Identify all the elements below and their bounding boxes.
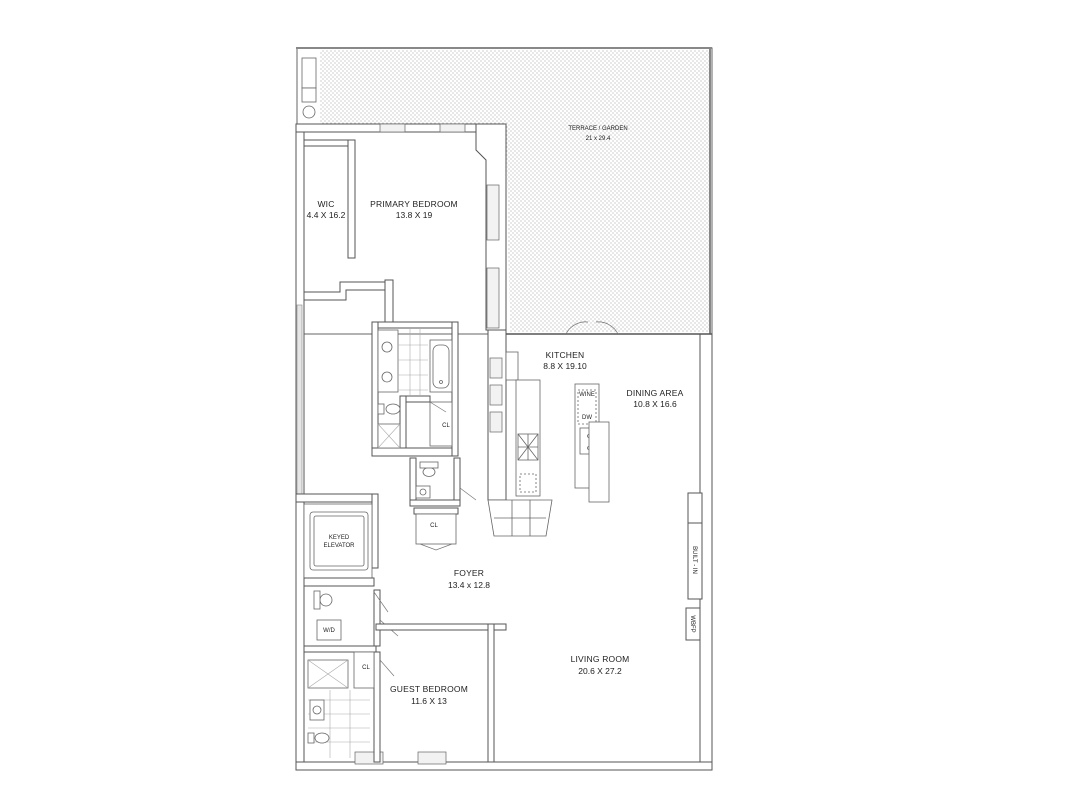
- guest-bedroom-name: GUEST BEDROOM: [390, 684, 468, 694]
- closet-label: CL: [442, 423, 450, 429]
- living-room-name: LIVING ROOM: [571, 654, 630, 664]
- terrace-dims: 21 x 29.4: [586, 136, 611, 142]
- bathtub: [429, 339, 453, 393]
- built-in-label: BUILT - IN: [691, 546, 697, 574]
- sink-icon: [381, 341, 393, 353]
- foyer-name: FOYER: [454, 568, 484, 578]
- terrace-garden: [296, 47, 713, 335]
- toilet-icon: [314, 732, 330, 744]
- terrace-name: TERRACE / GARDEN: [568, 126, 627, 132]
- sink-icon: [319, 593, 333, 607]
- elevator-label-line1: KEYED: [329, 535, 350, 541]
- powder-room: [409, 457, 477, 551]
- wic-dims: 4.4 X 16.2: [307, 210, 346, 220]
- dining-area-dims: 10.8 X 16.6: [633, 399, 677, 409]
- wine-label: WINE: [579, 392, 595, 398]
- toilet-icon: [422, 467, 436, 477]
- elevator-label-line2: ELEVATOR: [323, 543, 355, 549]
- room-labels: TERRACE / GARDEN 21 x 29.4 WIC 4.4 X 16.…: [307, 126, 697, 706]
- sink-icon: [381, 371, 393, 383]
- living-room-dims: 20.6 X 27.2: [578, 666, 622, 676]
- sink-icon: [415, 485, 431, 499]
- closet-label: CL: [362, 665, 370, 671]
- primary-suite-walls: [303, 139, 507, 501]
- guest-bedroom-dims: 11.6 X 13: [411, 696, 447, 706]
- sink-icon: [309, 699, 325, 721]
- dining-area-name: DINING AREA: [627, 388, 684, 398]
- kitchen-dims: 8.8 X 19.10: [543, 361, 587, 371]
- closet-label: CL: [430, 523, 438, 529]
- terrace-pot: [302, 105, 316, 119]
- elevator-block: [295, 493, 399, 653]
- primary-bath: [377, 328, 453, 449]
- kitchen-fixtures: [487, 351, 610, 537]
- toilet-icon: [385, 403, 401, 415]
- terrace-planter: [301, 57, 317, 89]
- primary-bedroom-name: PRIMARY BEDROOM: [370, 199, 458, 209]
- washer-dryer-label: W/D: [323, 628, 335, 634]
- wic-name: WIC: [317, 199, 334, 209]
- wbfp-label: WBFP: [689, 615, 695, 632]
- washer-dryer: [316, 619, 342, 641]
- fireplace: [685, 607, 701, 641]
- primary-bedroom-dims: 13.8 X 19: [396, 210, 433, 220]
- foyer-dims: 13.4 x 12.8: [448, 580, 490, 590]
- vanity: [377, 329, 399, 393]
- guest-suite: [307, 623, 507, 763]
- dishwasher-label: DW: [582, 415, 592, 421]
- keyed-elevator: [309, 511, 369, 571]
- kitchen-name: KITCHEN: [546, 350, 585, 360]
